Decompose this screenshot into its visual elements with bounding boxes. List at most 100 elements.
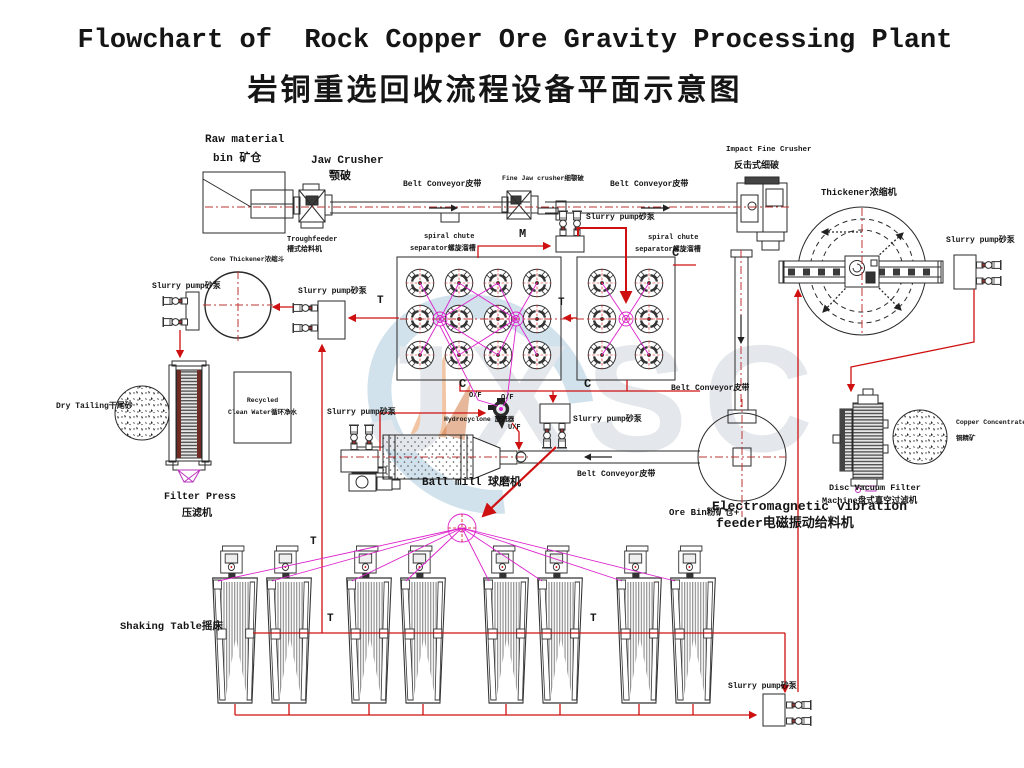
label-belt-conveyor-2: Belt Conveyor皮带: [610, 180, 689, 189]
label-impact-fine-crusher-1: Impact Fine Crusher: [726, 146, 812, 154]
label-raw-material-bin-1: Raw material: [205, 134, 285, 146]
pump-icon: [162, 295, 188, 307]
thickener: [778, 206, 944, 336]
label-ore-bin: Ore Bin粉矿仓+: [669, 508, 740, 518]
disc-vacuum-filter: [832, 388, 889, 493]
label-flow-of-1: O/F: [469, 392, 482, 400]
pump-icon: [976, 275, 1002, 287]
label-copper-concentrate-2: 铜精矿: [956, 435, 976, 442]
pump-icon: [292, 302, 318, 314]
label-spiral-chute-left-1: spiral chute: [424, 233, 475, 241]
label-flow-t-mid: T: [558, 297, 565, 309]
label-slurry-pump-cone: Slurry pump砂泵: [152, 282, 221, 291]
dry-tailing-pile: [114, 385, 170, 441]
pump-icon: [557, 210, 569, 236]
label-em-feeder-2: feeder电磁振动给料机: [716, 516, 854, 531]
label-filter-press-1: Filter Press: [164, 492, 237, 503]
belt-direction-arrows: [429, 204, 745, 461]
label-copper-concentrate-1: Copper Concentrate: [956, 419, 1024, 426]
pump-icon: [541, 423, 553, 449]
label-em-feeder-1: Electromagnetic vibration: [712, 499, 908, 514]
jaw-crusher: [293, 183, 333, 229]
label-thickener: Thickener浓缩机: [821, 188, 897, 198]
impact-fine-crusher: [736, 176, 788, 251]
label-fine-jaw-crusher: Fine Jaw crusher细颚破: [502, 175, 584, 182]
shaking-table: [483, 545, 529, 704]
label-flow-c-right-top: C: [672, 246, 680, 260]
label-hydrocyclone: Hydrocyclone 旋流器: [444, 416, 515, 423]
label-dry-tailing: Dry Tailing干尾砂: [56, 402, 133, 411]
label-troughfeeder-1: Troughfeeder: [287, 236, 338, 244]
label-slurry-pump-mid: Slurry pump砂泵: [586, 213, 655, 222]
label-slurry-pump-ballmill-left: Slurry pump砂泵: [327, 408, 396, 417]
pump-icon: [556, 423, 568, 449]
label-ball-mill: Ball mill 球磨机: [422, 477, 522, 489]
label-spiral-chute-left-2: separator螺旋溜槽: [410, 245, 476, 253]
label-recycled-water-2: Clean Water循环净水: [228, 409, 297, 416]
label-spiral-chute-right-2: separator螺旋溜槽: [635, 246, 701, 254]
label-disc-filter-2: Machine盘式真空过滤机: [822, 496, 918, 506]
label-flow-of-2: O/F: [501, 394, 514, 402]
label-belt-conveyor-1: Belt Conveyor皮带: [403, 180, 482, 189]
slurry-pump-cone: [162, 291, 200, 331]
pump-icon: [363, 424, 375, 450]
label-flow-uf: U/F: [508, 424, 521, 432]
page-title: Flowchart of Rock Copper Ore Gravity Pro…: [77, 26, 953, 56]
fine-jaw-crusher: [501, 190, 567, 221]
label-flow-c-right-bottom: C: [584, 377, 592, 391]
label-slurry-pump-ballmill-right: Slurry pump砂泵: [573, 415, 642, 424]
label-recycled-water-1: Recycled: [246, 397, 279, 404]
belt-conveyor-1: [330, 201, 530, 223]
recycled-water-tank: [233, 371, 292, 444]
slurry-pump-mid: [555, 210, 585, 253]
shaking-table: [537, 545, 583, 704]
label-disc-filter-1: Disc Vacuum Filter: [829, 483, 921, 493]
label-raw-material-bin-2: bin 矿仓: [213, 153, 262, 165]
label-jaw-crusher-1: Jaw Crusher: [311, 155, 384, 167]
label-filter-press-2: 压滤机: [182, 509, 212, 520]
label-slurry-pump-spiral: Slurry pump砂泵: [298, 287, 367, 296]
pump-icon: [292, 322, 318, 334]
distribution-lines: [217, 282, 676, 582]
label-cone-thickener: Cone Thickener浓缩斗: [210, 256, 285, 263]
label-flow-t-table-1: T: [327, 613, 334, 625]
label-shaking-table: Shaking Table摇床: [120, 621, 223, 633]
shaking-tables: [212, 545, 716, 704]
slurry-pump-ballmill-right: [539, 403, 571, 449]
filter-press: [165, 360, 212, 483]
label-flow-m: M: [519, 227, 527, 241]
label-belt-conveyor-3: Belt Conveyor皮带: [671, 384, 750, 393]
label-troughfeeder-2: 槽式给料机: [287, 246, 322, 254]
pump-icon: [162, 316, 188, 328]
label-spiral-chute-right-1: spiral chute: [648, 234, 699, 242]
label-jaw-crusher-2: 颚破: [329, 171, 351, 183]
pump-icon: [348, 424, 360, 450]
pump-icon: [786, 715, 812, 727]
slurry-pump-ballmill-left: [340, 424, 379, 473]
pump-icon: [976, 259, 1002, 271]
label-slurry-pump-thickener: Slurry pump砂泵: [946, 236, 1015, 245]
shaking-table: [346, 545, 392, 704]
label-flow-c-left-bottom: C: [459, 377, 467, 391]
label-flow-t-table-2: T: [590, 613, 597, 625]
shaking-table: [670, 545, 716, 704]
label-slurry-pump-bottom: Slurry pump砂泵: [728, 682, 797, 691]
page-subtitle-zh: 岩铜重选回收流程设备平面示意图: [247, 73, 743, 108]
belt-conveyor-3-vertical: [727, 249, 757, 424]
slurry-pump-spiral-left: [292, 300, 346, 340]
label-flow-t-left: T: [377, 295, 384, 307]
shaking-table: [616, 545, 662, 704]
flow-lines: [175, 227, 975, 720]
raw-material-bin: [202, 171, 294, 234]
slurry-pump-thickener: [953, 254, 1002, 290]
copper-concentrate-pile: [892, 409, 948, 465]
hydrocyclone: [488, 398, 510, 429]
shaking-table: [266, 545, 312, 704]
label-belt-conveyor-4: Belt Conveyor皮带: [577, 470, 656, 479]
label-flow-t-table-vert: T: [310, 536, 317, 548]
label-impact-fine-crusher-2: 反击式细破: [734, 161, 780, 171]
slurry-pump-bottom: [762, 693, 812, 727]
shaking-table: [400, 545, 446, 704]
